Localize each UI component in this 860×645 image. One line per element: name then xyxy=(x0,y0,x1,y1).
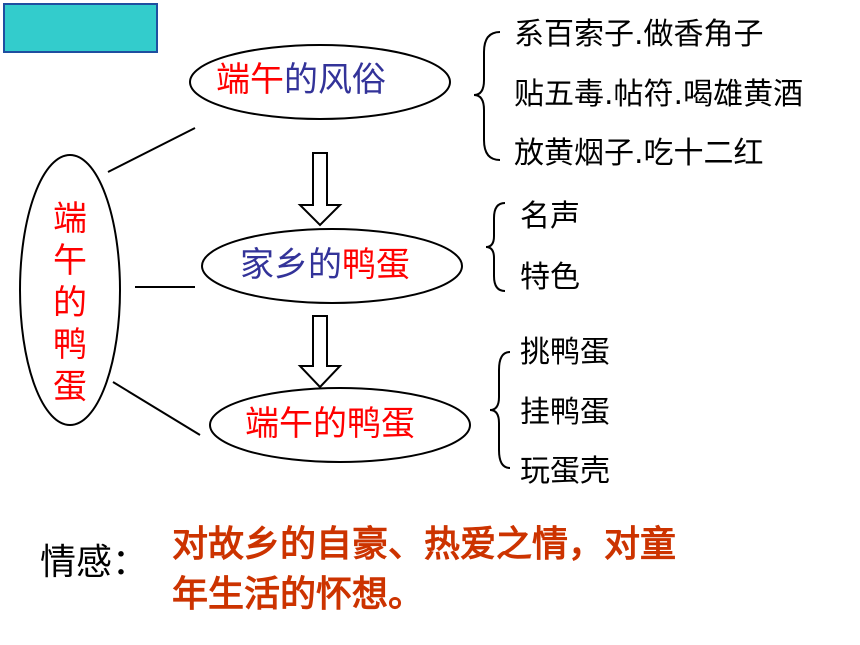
brace-icon xyxy=(485,202,506,292)
node3-label: 端午的鸭蛋 xyxy=(245,407,415,441)
root-oval xyxy=(19,154,121,426)
leaf-item: 挑鸭蛋 xyxy=(520,335,610,370)
connector-node1 xyxy=(107,127,196,173)
leaf-item: 玩蛋壳 xyxy=(520,454,610,489)
emotion-line: 年生活的怀想。 xyxy=(172,574,425,615)
node1-oval xyxy=(189,44,451,120)
leaf-item: 特色 xyxy=(520,260,580,295)
node1-label-part: 的风俗 xyxy=(284,60,386,100)
corner-decoration-box xyxy=(3,3,158,53)
connector-node3 xyxy=(112,381,201,436)
leaf-item: 系百索子.做香角子 xyxy=(514,17,764,52)
root-char: 的 xyxy=(53,283,87,323)
leaf-item: 贴五毒.帖符.喝雄黄酒 xyxy=(514,77,804,112)
root-char: 鸭 xyxy=(53,325,87,365)
root-char: 蛋 xyxy=(53,367,87,407)
brace-icon xyxy=(489,351,511,469)
root-char: 午 xyxy=(53,241,87,281)
brace-icon xyxy=(473,31,501,161)
node1-label-part: 端午 xyxy=(216,60,284,100)
leaf-item: 名声 xyxy=(520,199,580,234)
emotion-text: 对故乡的自豪、热爱之情，对童 年生活的怀想。 xyxy=(172,520,812,620)
leaf-item: 放黄烟子.吃十二红 xyxy=(514,136,764,171)
node2-oval xyxy=(201,228,463,304)
node1-label: 端午的风俗 xyxy=(216,63,386,97)
node3-oval xyxy=(209,387,471,463)
node2-label: 家乡的鸭蛋 xyxy=(240,248,410,282)
root-char: 端 xyxy=(53,199,87,239)
emotion-line: 对故乡的自豪、热爱之情，对童 xyxy=(172,524,677,565)
node2-label-part: 家乡的 xyxy=(240,245,342,285)
leaf-item: 挂鸭蛋 xyxy=(520,395,610,430)
down-arrow-icon xyxy=(297,315,343,389)
node3-label-part: 端午的鸭蛋 xyxy=(245,404,415,444)
node2-label-part: 鸭蛋 xyxy=(342,245,410,285)
down-arrow-icon xyxy=(297,152,343,227)
root-title: 端 午 的 鸭 蛋 xyxy=(42,198,98,408)
emotion-label: 情感： xyxy=(40,542,149,583)
